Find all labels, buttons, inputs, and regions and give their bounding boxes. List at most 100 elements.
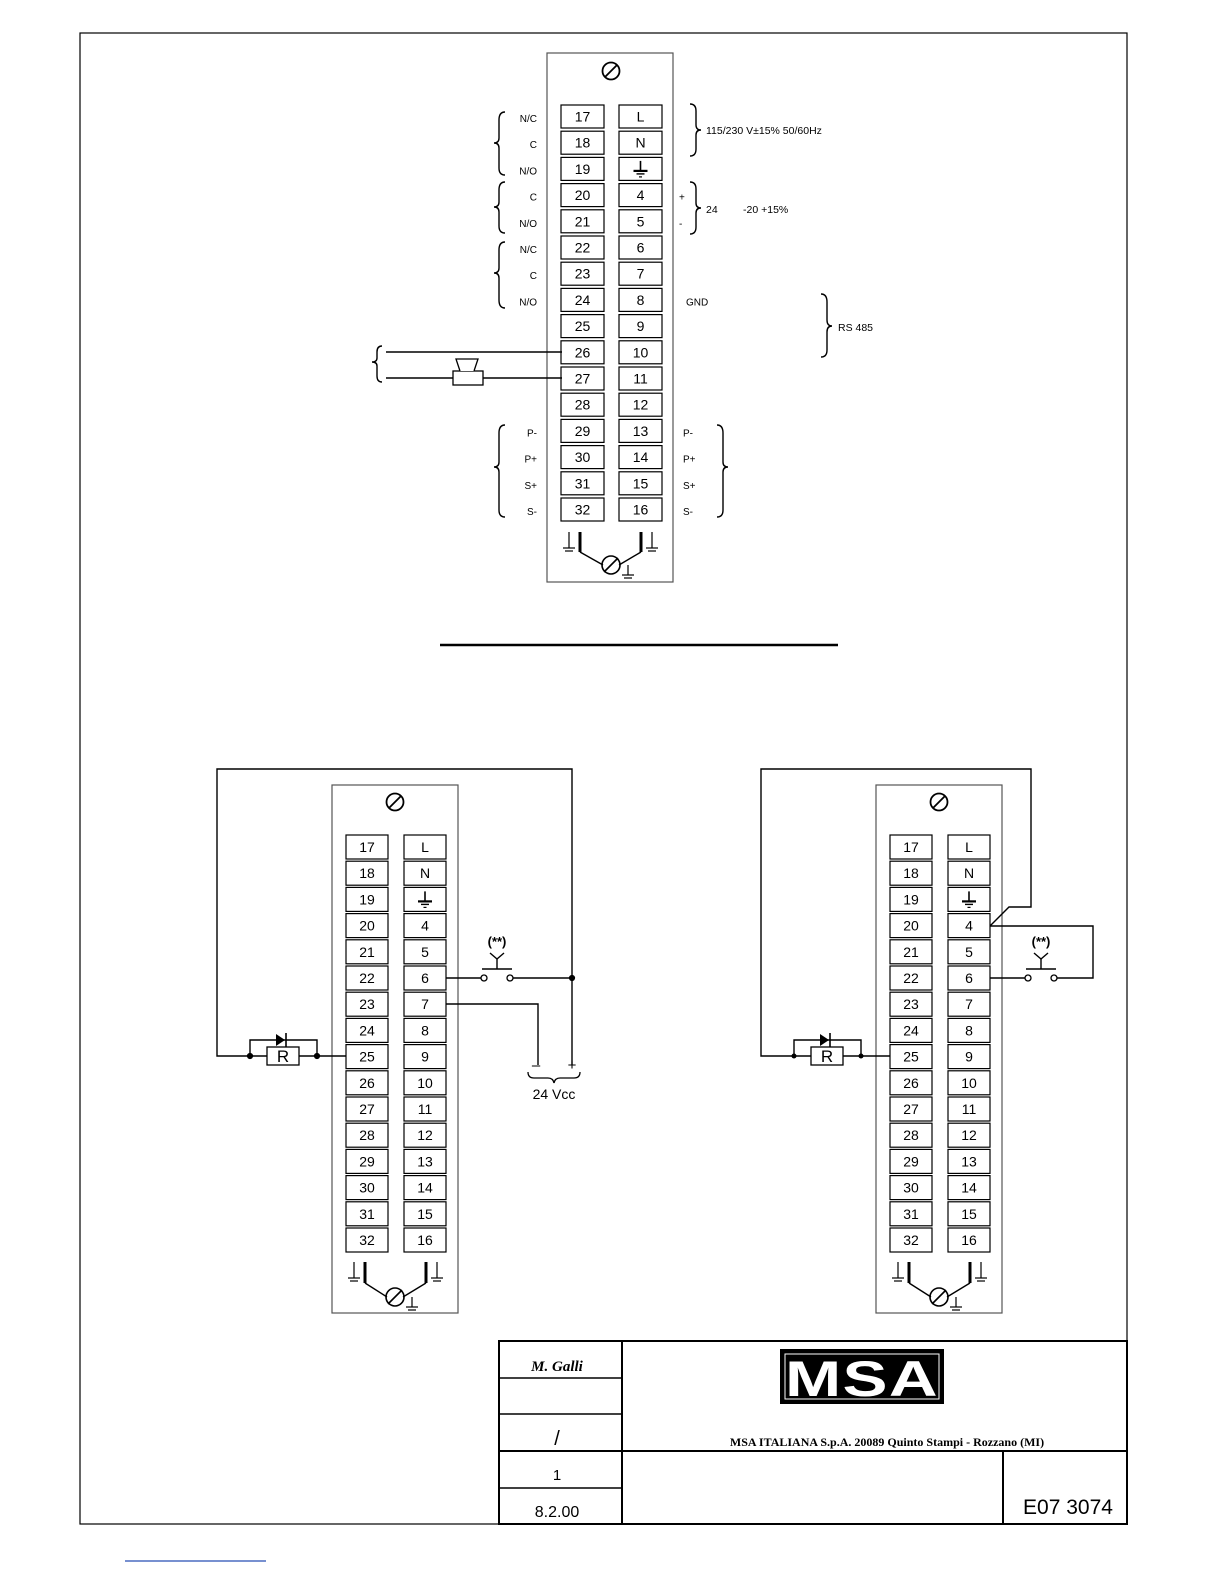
terminal-number: 28: [575, 397, 591, 413]
terminal-number: 10: [417, 1075, 433, 1091]
terminal-box: [560, 418, 605, 443]
signal-label: C: [530, 140, 537, 151]
terminal-number: 7: [421, 996, 429, 1012]
terminal-number: 16: [417, 1232, 433, 1248]
terminal-number: 27: [359, 1101, 375, 1117]
terminal-number: 29: [359, 1153, 375, 1169]
terminal-box: [560, 104, 605, 129]
terminal-box: [947, 1201, 991, 1227]
terminal-box: [345, 991, 389, 1017]
signal-label: N/O: [519, 166, 537, 177]
terminal-number: 12: [417, 1127, 433, 1143]
terminal-box: [889, 1148, 933, 1175]
terminal-box: [560, 261, 605, 286]
signal-label: N/O: [519, 297, 537, 308]
terminal-box: [947, 1017, 991, 1044]
ground-icon: [418, 891, 432, 909]
signal-label: N/C: [520, 114, 537, 125]
terminal-box: [618, 314, 663, 339]
br-external-wiring: [760, 768, 1094, 1057]
terminal-number: L: [965, 839, 973, 855]
terminal-box: [403, 1201, 447, 1227]
msa-logo: MSA: [780, 1349, 944, 1407]
signal-label: S+: [683, 481, 696, 492]
bl-diode-icon: [276, 1033, 287, 1047]
terminal-number: 11: [418, 1101, 433, 1117]
terminal-box: [618, 418, 663, 443]
br-diode-icon: [820, 1033, 831, 1047]
terminal-box: [947, 1070, 991, 1096]
terminal-box: [560, 445, 605, 470]
drawing-date: 8.2.00: [535, 1504, 580, 1521]
company-address: MSA ITALIANA S.p.A. 20089 Quinto Stampi …: [730, 1435, 1044, 1449]
terminal-number: 26: [903, 1075, 919, 1091]
panel-outline: [546, 52, 674, 583]
terminal-number: 24: [903, 1022, 919, 1038]
terminal-box: [618, 235, 663, 260]
terminal-box: [889, 1070, 933, 1096]
ground-icon: [962, 891, 976, 909]
terminal-number: 27: [575, 371, 591, 387]
terminal-number: 14: [961, 1180, 977, 1196]
mains-supply-label: 115/230 V±15% 50/60Hz: [706, 125, 822, 137]
terminal-box: [618, 366, 663, 391]
terminal-box: [889, 834, 933, 860]
bl-pushbutton-switch-icon: [480, 952, 514, 982]
terminal-box: [947, 1043, 991, 1070]
author-name: M. Galli: [530, 1359, 584, 1375]
terminal-number: 20: [575, 187, 591, 203]
terminal-box: [560, 287, 605, 312]
terminal-number: N: [420, 865, 430, 881]
bl-external-wiring: [216, 768, 573, 1065]
terminal-number: 4: [637, 187, 645, 203]
terminal-number: 13: [961, 1153, 977, 1169]
terminal-number: 8: [637, 292, 645, 308]
terminal-box: [947, 1174, 991, 1201]
terminal-number: 32: [903, 1232, 919, 1248]
terminal-box: [403, 1174, 447, 1201]
terminal-box: [889, 1174, 933, 1201]
terminal-box: [947, 1148, 991, 1175]
terminal-number: 26: [575, 344, 591, 360]
terminal-number: 11: [962, 1101, 977, 1117]
terminal-box: [618, 261, 663, 286]
terminal-number: 28: [359, 1127, 375, 1143]
terminal-box: [345, 1017, 389, 1044]
terminal-box: [403, 1122, 447, 1148]
terminal-box: [889, 1017, 933, 1044]
horn-icon: [452, 358, 484, 386]
terminal-number: 27: [903, 1101, 919, 1117]
terminal-number: 26: [359, 1075, 375, 1091]
terminal-number: 28: [903, 1127, 919, 1143]
terminal-box: [618, 183, 663, 208]
terminal-box: [345, 834, 389, 860]
terminal-box: [403, 965, 447, 991]
terminal-number: 7: [637, 266, 645, 282]
bl-resistor-icon: R: [266, 1046, 300, 1066]
terminal-box: [403, 939, 447, 965]
signal-label: S-: [683, 507, 693, 518]
terminal-box: [618, 392, 663, 417]
signal-label: P+: [524, 455, 537, 466]
terminal-number: L: [637, 109, 645, 125]
terminal-box: [618, 287, 663, 312]
terminal-number: 6: [965, 970, 973, 986]
terminal-number: 23: [903, 996, 919, 1012]
panel-ground-assembly-icon: [563, 532, 658, 579]
terminal-box: [947, 1122, 991, 1148]
panel-outline: [875, 784, 1003, 1314]
terminal-box: [560, 497, 605, 522]
terminal-box: [560, 209, 605, 234]
terminal-number: L: [421, 839, 429, 855]
terminal-number: 10: [961, 1075, 977, 1091]
terminal-number: 11: [633, 371, 648, 387]
terminal-number: 20: [359, 918, 375, 934]
supply-voltage-label: 24 Vcc: [533, 1086, 576, 1102]
